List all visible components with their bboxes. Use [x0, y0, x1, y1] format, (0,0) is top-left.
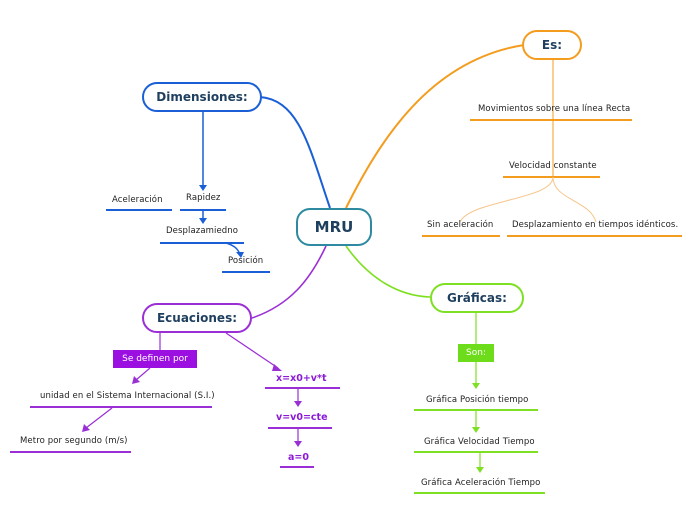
ecuaciones-tag-label: Se definen por	[122, 354, 188, 364]
ec-arrowhead	[272, 364, 282, 371]
central-topic-label: MRU	[314, 218, 354, 236]
dim-arrowhead	[236, 252, 244, 258]
gr-arrowhead	[472, 383, 480, 389]
ec-connector	[225, 332, 279, 369]
topic-es[interactable]: Es:	[522, 30, 582, 60]
dim-arrowhead	[199, 185, 207, 191]
gr-arrowhead	[476, 467, 484, 473]
ec-arrowhead	[294, 401, 302, 407]
dim-item-aceleracion[interactable]: Aceleración	[112, 195, 163, 205]
ec-equation-3[interactable]: a=0	[288, 452, 309, 463]
gr-item-posicion[interactable]: Gráfica Posición tiempo	[426, 395, 529, 405]
ec-item-unidad[interactable]: unidad en el Sistema Internacional (S.I.…	[40, 391, 215, 401]
topic-ecuaciones-label: Ecuaciones:	[156, 311, 238, 325]
ecuaciones-tag[interactable]: Se definen por	[113, 350, 197, 368]
ec-equation-2[interactable]: v=v0=cte	[276, 412, 328, 423]
gr-item-velocidad[interactable]: Gráfica Velocidad Tiempo	[424, 437, 535, 447]
topic-graficas[interactable]: Gráficas:	[430, 283, 524, 313]
graficas-tag-label: Son:	[466, 348, 486, 358]
ec-equation-1[interactable]: x=x0+v*t	[276, 373, 327, 384]
dim-item-rapidez[interactable]: Rapidez	[186, 193, 221, 203]
es-fork-left	[459, 176, 554, 223]
ec-item-metro[interactable]: Metro por segundo (m/s)	[20, 436, 128, 446]
ec-arrowhead	[132, 376, 140, 384]
es-item-velocidad-constante[interactable]: Velocidad constante	[509, 161, 597, 171]
branch-to-ecuaciones	[251, 245, 327, 319]
topic-dimensiones[interactable]: Dimensiones:	[142, 82, 262, 112]
gr-item-aceleracion[interactable]: Gráfica Aceleración Tiempo	[421, 478, 541, 488]
ec-connector	[135, 367, 151, 381]
es-item-linea-recta[interactable]: Movimientos sobre una línea Recta	[478, 104, 631, 114]
topic-ecuaciones[interactable]: Ecuaciones:	[142, 303, 252, 333]
central-topic[interactable]: MRU	[296, 208, 372, 246]
branch-to-es	[345, 44, 525, 209]
ec-arrowhead	[294, 441, 302, 447]
ec-arrowhead	[82, 424, 90, 432]
dim-item-desplazamiento[interactable]: Desplazamiedno	[166, 226, 239, 236]
topic-graficas-label: Gráficas:	[447, 291, 507, 305]
dim-arrowhead	[199, 218, 207, 224]
topic-es-label: Es:	[541, 38, 563, 52]
graficas-tag[interactable]: Son:	[458, 344, 494, 362]
topic-dimensiones-label: Dimensiones:	[156, 90, 248, 104]
branch-to-dimensiones	[259, 96, 331, 209]
dim-item-posicion[interactable]: Posición	[228, 256, 264, 266]
es-item-desplazamiento[interactable]: Desplazamiento en tiempos idénticos.	[512, 220, 679, 230]
branch-to-graficas	[345, 245, 431, 298]
es-fork-right	[552, 176, 597, 223]
gr-arrowhead	[472, 427, 480, 433]
es-item-sin-aceleracion[interactable]: Sin aceleración	[427, 220, 494, 230]
ec-connector	[85, 407, 113, 429]
